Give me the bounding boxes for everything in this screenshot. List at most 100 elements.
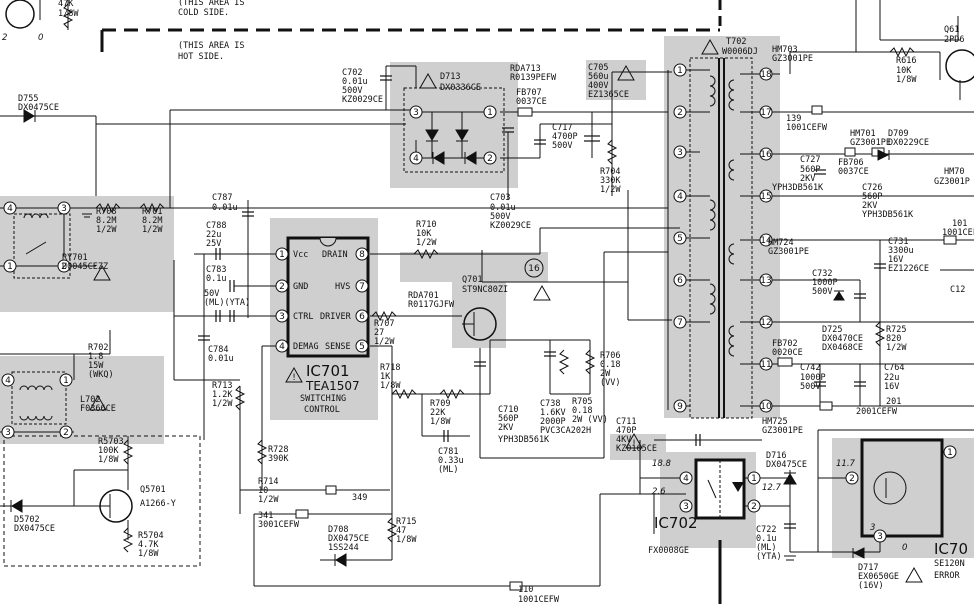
svg-text:1/8W: 1/8W bbox=[396, 535, 417, 545]
svg-text:4: 4 bbox=[413, 154, 419, 164]
svg-text:2: 2 bbox=[849, 474, 855, 484]
svg-text:FB702: FB702 bbox=[772, 339, 798, 349]
svg-text:201: 201 bbox=[886, 397, 901, 407]
svg-text:1: 1 bbox=[63, 376, 69, 386]
svg-text:18.8: 18.8 bbox=[652, 459, 672, 469]
svg-text:C702: C702 bbox=[342, 68, 362, 78]
svg-text:2W (VV): 2W (VV) bbox=[572, 415, 608, 425]
svg-text:YPH3DB561K: YPH3DB561K bbox=[498, 435, 550, 445]
svg-text:2: 2 bbox=[751, 502, 757, 512]
ic703: 2 3 1 IC70 SE120N ERROR 11.7 3 0 bbox=[836, 438, 968, 583]
svg-text:1/2W: 1/2W bbox=[374, 337, 395, 347]
svg-text:16: 16 bbox=[528, 264, 540, 274]
svg-text:25V: 25V bbox=[206, 239, 221, 249]
svg-text:F0366CE: F0366CE bbox=[80, 404, 116, 414]
svg-text:3: 3 bbox=[683, 502, 689, 512]
svg-text:R708: R708 bbox=[96, 207, 116, 217]
svg-text:2000P: 2000P bbox=[540, 417, 566, 427]
svg-text:4: 4 bbox=[677, 192, 683, 202]
svg-text:16: 16 bbox=[760, 150, 772, 160]
svg-text:0020CE: 0020CE bbox=[772, 348, 803, 358]
svg-text:PVC3CA202H: PVC3CA202H bbox=[540, 426, 591, 436]
svg-text:820: 820 bbox=[886, 334, 901, 344]
svg-text:3: 3 bbox=[877, 532, 883, 542]
svg-text:T702: T702 bbox=[726, 37, 746, 47]
svg-text:400V: 400V bbox=[588, 81, 608, 91]
ic703-ref: IC70 bbox=[934, 540, 968, 558]
svg-text:12.7: 12.7 bbox=[762, 483, 782, 493]
svg-text:FX0008GE: FX0008GE bbox=[648, 546, 689, 556]
ic701-part: TEA1507 bbox=[305, 379, 360, 393]
svg-text:R714: R714 bbox=[258, 477, 278, 487]
svg-text:1/2W: 1/2W bbox=[258, 495, 279, 505]
svg-text:HM703: HM703 bbox=[772, 45, 798, 55]
svg-text:CTRL: CTRL bbox=[293, 312, 313, 322]
svg-text:7: 7 bbox=[677, 318, 683, 328]
svg-text:7: 7 bbox=[359, 282, 365, 292]
svg-text:DX0470CE: DX0470CE bbox=[822, 334, 863, 344]
svg-text:10: 10 bbox=[258, 486, 268, 496]
svg-text:D709: D709 bbox=[888, 129, 908, 139]
svg-text:D725: D725 bbox=[822, 325, 842, 335]
svg-text:DX0468CE: DX0468CE bbox=[822, 343, 863, 353]
svg-text:0037CE: 0037CE bbox=[516, 97, 547, 107]
transformer-t702: 1 2 3 4 5 6 7 9 18 17 16 15 14 13 12 11 … bbox=[673, 37, 773, 419]
svg-text:0.1u: 0.1u bbox=[206, 274, 226, 284]
svg-text:R705: R705 bbox=[572, 397, 592, 407]
svg-text:1/2W: 1/2W bbox=[142, 225, 163, 235]
svg-text:1/2W: 1/2W bbox=[886, 343, 907, 353]
svg-text:3: 3 bbox=[279, 312, 285, 322]
svg-text:EZ1365CE: EZ1365CE bbox=[588, 90, 629, 100]
svg-text:DX0475CE: DX0475CE bbox=[766, 460, 807, 470]
svg-text:11.7: 11.7 bbox=[836, 459, 856, 469]
svg-text:2: 2 bbox=[279, 282, 285, 292]
svg-text:D716: D716 bbox=[766, 451, 786, 461]
ic701-ref: IC701 bbox=[306, 362, 350, 380]
svg-text:1/2W: 1/2W bbox=[96, 225, 117, 235]
svg-text:2: 2 bbox=[63, 428, 69, 438]
svg-text:FB707: FB707 bbox=[516, 88, 542, 98]
svg-text:2W: 2W bbox=[600, 369, 611, 379]
svg-text:ST9NC80ZI: ST9NC80ZI bbox=[462, 285, 508, 295]
svg-text:0: 0 bbox=[38, 33, 43, 43]
svg-text:C732: C732 bbox=[812, 269, 832, 279]
svg-text:R710: R710 bbox=[416, 220, 436, 230]
svg-text:C727: C727 bbox=[800, 155, 820, 165]
svg-text:1.8: 1.8 bbox=[88, 352, 103, 362]
svg-text:500V: 500V bbox=[490, 212, 510, 222]
svg-text:D713: D713 bbox=[440, 72, 460, 82]
svg-text:4: 4 bbox=[7, 204, 13, 214]
svg-text:11: 11 bbox=[760, 360, 771, 370]
svg-text:(THIS AREA IS: (THIS AREA IS bbox=[178, 0, 245, 8]
svg-text:3: 3 bbox=[61, 204, 67, 214]
svg-text:1/8W: 1/8W bbox=[58, 9, 79, 19]
svg-text:0.18: 0.18 bbox=[600, 360, 620, 370]
svg-text:DX0336CE: DX0336CE bbox=[440, 83, 481, 93]
svg-text:(YTA): (YTA) bbox=[756, 552, 782, 562]
svg-text:1/8W: 1/8W bbox=[430, 417, 451, 427]
svg-text:C781: C781 bbox=[438, 447, 458, 457]
svg-text:KZ0165CE: KZ0165CE bbox=[616, 444, 657, 454]
svg-text:3: 3 bbox=[677, 148, 683, 158]
svg-text:(WKQ): (WKQ) bbox=[88, 370, 114, 380]
svg-text:0.01u: 0.01u bbox=[342, 77, 368, 87]
svg-text:R725: R725 bbox=[886, 325, 906, 335]
svg-text:50V: 50V bbox=[204, 289, 219, 299]
svg-text:YPH3DB561K: YPH3DB561K bbox=[862, 210, 914, 220]
svg-text:27: 27 bbox=[374, 328, 384, 338]
svg-text:1/2W: 1/2W bbox=[416, 238, 437, 248]
svg-text:8: 8 bbox=[359, 250, 365, 260]
svg-text:(ML): (ML) bbox=[438, 465, 458, 475]
svg-text:R707: R707 bbox=[374, 319, 394, 329]
svg-text:10: 10 bbox=[760, 402, 772, 412]
svg-text:1000P: 1000P bbox=[812, 278, 838, 288]
svg-text:GZ3001P: GZ3001P bbox=[934, 177, 970, 187]
svg-text:4: 4 bbox=[5, 376, 11, 386]
svg-text:22K: 22K bbox=[430, 408, 446, 418]
q61-ref: Q61 bbox=[944, 25, 959, 35]
svg-text:GZ3001PE: GZ3001PE bbox=[768, 247, 809, 257]
svg-text:1SS244: 1SS244 bbox=[328, 543, 359, 553]
